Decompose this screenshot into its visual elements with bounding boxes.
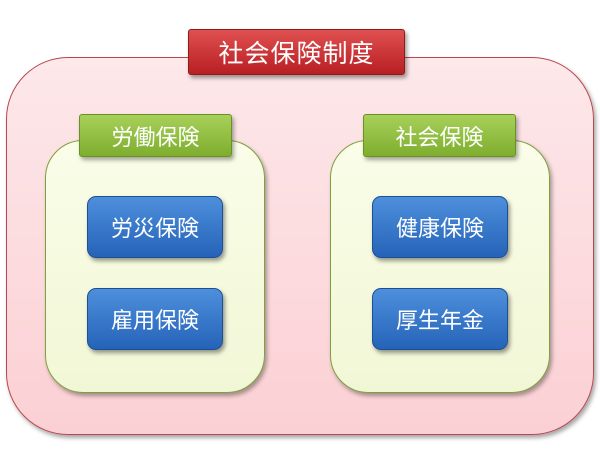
workers-comp-box: 労災保険 (87, 196, 223, 258)
social-insurance-label: 社会保険 (363, 114, 516, 157)
pension-box: 厚生年金 (372, 288, 508, 350)
labor-insurance-group (45, 140, 265, 393)
labor-insurance-label: 労働保険 (79, 114, 232, 157)
health-insurance-box: 健康保険 (372, 196, 508, 258)
social-insurance-group (330, 140, 550, 393)
diagram-title: 社会保険制度 (188, 29, 405, 75)
employment-insurance-box: 雇用保険 (87, 288, 223, 350)
